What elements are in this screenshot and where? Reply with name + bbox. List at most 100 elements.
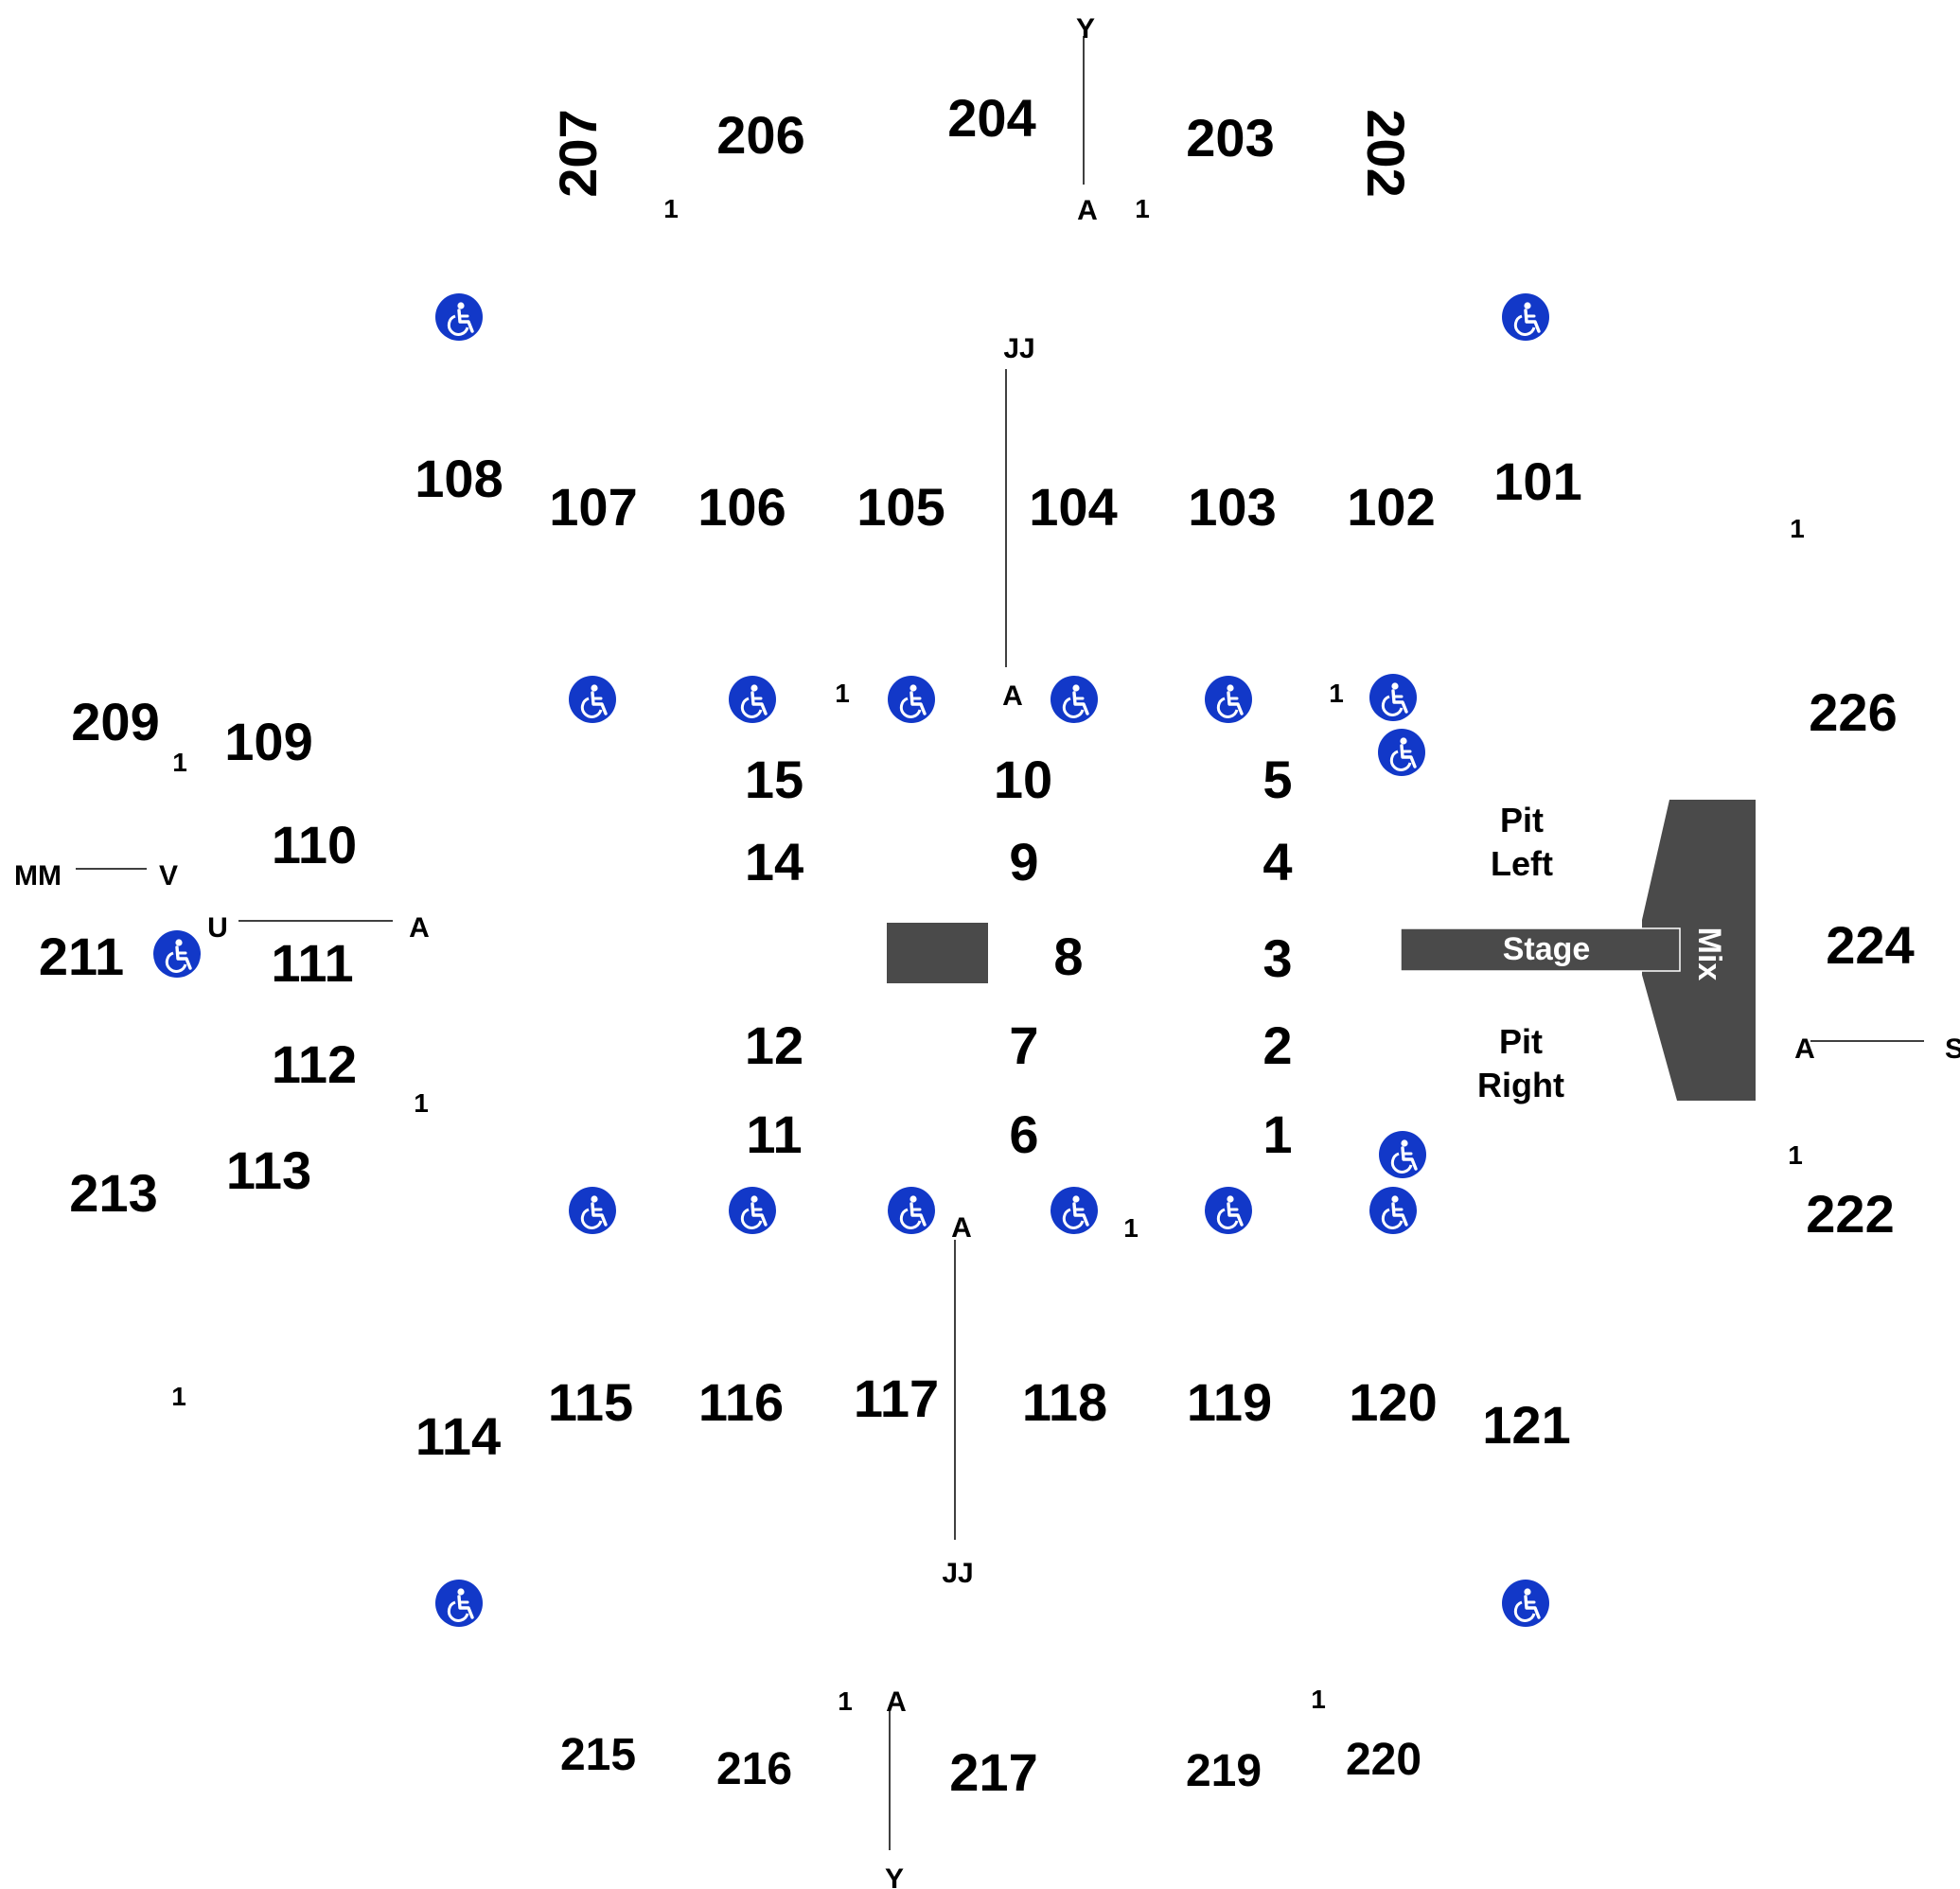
seat-one: 1 (1329, 679, 1344, 708)
floor-section-12[interactable]: 12 (745, 1015, 803, 1075)
row-marker-a-left: A (409, 912, 430, 944)
wheelchair-icon (433, 291, 485, 343)
upper-level-sections: 207 206 204 203 202 209 211 213 215 216 … (39, 88, 1915, 1802)
row-marker-y-bottom: Y (885, 1863, 904, 1889)
floor-section-5[interactable]: 5 (1263, 750, 1292, 809)
section-120[interactable]: 120 (1349, 1372, 1437, 1432)
row-marker-a-lower: A (951, 1212, 972, 1244)
section-202[interactable]: 202 (1356, 109, 1416, 197)
mix-platform (1642, 800, 1756, 1101)
floor-section-10[interactable]: 10 (994, 750, 1052, 809)
section-226[interactable]: 226 (1809, 682, 1897, 742)
seat-one: 1 (838, 1686, 853, 1716)
wheelchair-icon (567, 1185, 618, 1236)
section-109[interactable]: 109 (224, 712, 312, 771)
section-105[interactable]: 105 (856, 477, 945, 537)
section-216[interactable]: 216 (716, 1744, 792, 1794)
pit-right-line2: Right (1477, 1066, 1564, 1104)
section-115[interactable]: 115 (548, 1372, 633, 1432)
section-206[interactable]: 206 (716, 105, 804, 165)
wheelchair-icon (1368, 1185, 1419, 1236)
section-220[interactable]: 220 (1346, 1735, 1421, 1785)
row-marker-y-top: Y (1076, 13, 1095, 44)
section-211[interactable]: 211 (39, 927, 124, 986)
section-222[interactable]: 222 (1806, 1184, 1894, 1244)
wheelchair-icon (1376, 727, 1427, 778)
stage-label: Stage (1503, 931, 1591, 967)
section-102[interactable]: 102 (1347, 477, 1435, 537)
floor-sections: 15 10 5 14 9 4 8 3 12 7 2 11 6 1 (745, 750, 1293, 1164)
wheelchair-icon (727, 1185, 778, 1236)
row-marker-a-bottom: A (886, 1686, 907, 1718)
wheelchair-icon (1203, 1185, 1254, 1236)
section-108[interactable]: 108 (415, 449, 503, 508)
wheelchair-icon (1368, 672, 1419, 723)
row-marker-jj-lower: JJ (942, 1558, 973, 1589)
section-207[interactable]: 207 (548, 109, 608, 197)
seat-one: 1 (1135, 194, 1150, 223)
floor-section-14[interactable]: 14 (745, 832, 803, 892)
section-213[interactable]: 213 (69, 1163, 157, 1223)
floor-section-15[interactable]: 15 (745, 750, 803, 809)
section-224[interactable]: 224 (1826, 915, 1914, 975)
seat-one: 1 (172, 748, 187, 777)
mix-label: Mix (1691, 927, 1727, 981)
row-marker-a-top: A (1077, 195, 1098, 226)
floor-section-9[interactable]: 9 (1009, 832, 1038, 892)
wheelchair-icon (151, 928, 203, 980)
section-217[interactable]: 217 (949, 1742, 1037, 1802)
section-118[interactable]: 118 (1022, 1372, 1107, 1432)
row-markers: Y A JJ A A JJ A Y MM V U A A S (14, 13, 1960, 1889)
section-103[interactable]: 103 (1188, 477, 1276, 537)
section-204[interactable]: 204 (947, 88, 1035, 148)
section-114[interactable]: 114 (415, 1406, 501, 1466)
wheelchair-icon (1500, 1578, 1551, 1629)
section-107[interactable]: 107 (549, 477, 637, 537)
floor-section-6[interactable]: 6 (1009, 1104, 1038, 1164)
row-marker-u: U (207, 912, 228, 944)
seat-one: 1 (1311, 1685, 1326, 1714)
stage-area: Stage Mix Pit Left Pit Right (887, 800, 1756, 1104)
section-101[interactable]: 101 (1493, 451, 1581, 511)
seat-one: 1 (414, 1088, 429, 1118)
section-106[interactable]: 106 (697, 477, 786, 537)
floor-section-4[interactable]: 4 (1263, 832, 1292, 892)
floor-section-7[interactable]: 7 (1009, 1015, 1038, 1075)
section-119[interactable]: 119 (1187, 1372, 1272, 1432)
section-215[interactable]: 215 (560, 1730, 636, 1780)
section-219[interactable]: 219 (1186, 1746, 1262, 1796)
seat-one: 1 (1788, 1140, 1803, 1170)
floor-section-3[interactable]: 3 (1263, 928, 1292, 988)
section-112[interactable]: 112 (272, 1034, 357, 1094)
pit-right-line1: Pit (1499, 1022, 1543, 1061)
section-110[interactable]: 110 (272, 815, 357, 874)
section-116[interactable]: 116 (698, 1372, 784, 1432)
seat-one-markers: 1 1 1 1 1 1 1 1 1 1 1 1 (171, 194, 1805, 1716)
wheelchair-icon (433, 1578, 485, 1629)
wheelchair-icon (1049, 1185, 1100, 1236)
seat-one: 1 (835, 679, 850, 708)
row-marker-mm: MM (14, 860, 62, 892)
section-209[interactable]: 209 (71, 692, 159, 751)
section-113[interactable]: 113 (226, 1140, 311, 1200)
wheelchair-icon (1203, 674, 1254, 725)
seat-one: 1 (171, 1382, 186, 1411)
section-203[interactable]: 203 (1186, 108, 1274, 168)
pit-left-line2: Left (1491, 844, 1553, 883)
section-121[interactable]: 121 (1482, 1395, 1570, 1455)
wheelchair-icon (1049, 674, 1100, 725)
floor-section-1[interactable]: 1 (1263, 1104, 1292, 1164)
floor-section-2[interactable]: 2 (1263, 1015, 1292, 1075)
floor-section-8[interactable]: 8 (1053, 927, 1083, 986)
accessible-seating-icons (151, 291, 1551, 1629)
section-104[interactable]: 104 (1029, 477, 1117, 537)
wheelchair-icon (886, 1185, 937, 1236)
row-lines (76, 36, 1924, 1850)
wheelchair-icon (1377, 1129, 1428, 1180)
wheelchair-icon (727, 674, 778, 725)
floor-section-11[interactable]: 11 (746, 1104, 802, 1164)
section-111[interactable]: 111 (271, 933, 353, 993)
wheelchair-icon (567, 674, 618, 725)
section-117[interactable]: 117 (854, 1368, 939, 1428)
